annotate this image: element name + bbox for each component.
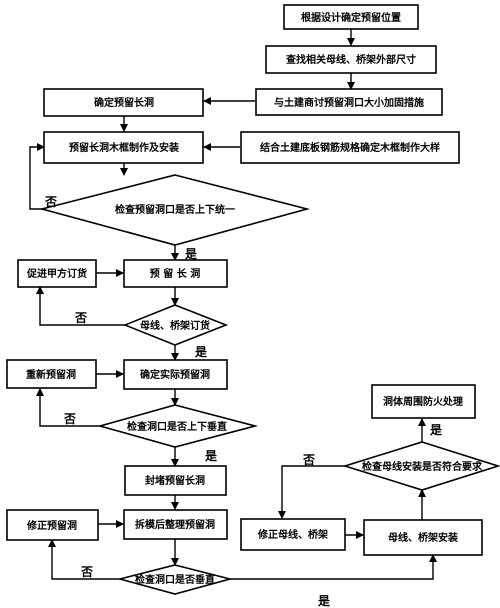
step-discuss-opening: 与土建商讨预留洞口大小加固措施	[255, 88, 443, 116]
step-tidy-after-formwork: 拆模后整理预留洞	[123, 509, 228, 540]
step-install-busbar: 母线、桥架安装	[363, 519, 483, 556]
arrow-d1-no	[29, 143, 45, 210]
connectors	[29, 29, 437, 580]
decision-busbar-compliant-label: 检查母线安装是否符合要求	[362, 460, 483, 473]
step-discuss-opening-label: 与土建商讨预留洞口大小加固措施	[274, 96, 424, 109]
step-re-reserve-label: 重新预留洞	[26, 368, 76, 381]
decision-hole-vertical-label: 检查洞口是否上下垂直	[127, 420, 227, 433]
arrow-d4-no	[48, 539, 120, 580]
step-determine-long-hole-label: 确定预留长洞	[94, 96, 154, 109]
step-re-reserve: 重新预留洞	[6, 359, 97, 389]
label-yes-d3: 是	[204, 449, 218, 463]
step-install-busbar-label: 母线、桥架安装	[388, 531, 458, 544]
step-correct-busbar-label: 修正母线、桥架	[257, 528, 328, 541]
label-yes-d5: 是	[429, 423, 443, 437]
step-tidy-after-formwork-label: 拆模后整理预留洞	[135, 518, 215, 531]
label-no-d3: 否	[63, 412, 76, 426]
step-seal-long-hole: 封堵预留长洞	[124, 465, 227, 496]
decision-busbar-compliant: 检查母线安装是否符合要求	[342, 441, 500, 491]
label-no-d1: 否	[44, 195, 57, 209]
arrow-d3-no	[36, 388, 110, 427]
label-no-d2: 否	[74, 311, 87, 325]
step-reserve-long-hole-label: 预 留 长 洞	[150, 267, 200, 280]
step-correct-hole-label: 修正预留洞	[26, 519, 77, 532]
step-fireproofing: 洞体周围防火处理	[371, 384, 476, 419]
decision-hole-aligned: 检查预留洞口是否上下统一	[38, 174, 311, 246]
decision-hole-plumb: 检查洞口是否垂直	[116, 564, 234, 595]
step-confirm-actual: 确定实际预留洞	[123, 359, 228, 390]
step-make-wood-frame: 预留长洞木框制作及安装	[43, 131, 204, 164]
label-yes-d1: 是	[184, 247, 198, 261]
decision-hole-plumb-label: 检查洞口是否垂直	[135, 573, 215, 586]
decision-busbar-order: 母线、桥架订货	[122, 304, 229, 346]
step-fireproofing-label: 洞体周围防火处理	[383, 395, 463, 408]
label-yes-d2: 是	[194, 345, 208, 359]
label-no-d5: 否	[302, 453, 315, 467]
step-make-wood-frame-label: 预留长洞木框制作及安装	[69, 141, 179, 154]
arrow-d5-no	[278, 465, 345, 519]
step-find-dimensions-label: 查找相关母线、桥架外部尺寸	[285, 53, 416, 66]
arrow-d4-yes	[230, 554, 437, 580]
step-confirm-actual-label: 确定实际预留洞	[140, 368, 210, 381]
step-frame-detail-label: 结合土建底板钢筋规格确定木框制作大样	[260, 141, 440, 154]
decision-busbar-order-label: 母线、桥架订货	[140, 319, 210, 332]
step-determine-long-hole: 确定预留长洞	[43, 88, 204, 117]
step-determine-location: 根据设计确定预留位置	[283, 4, 419, 30]
step-correct-hole: 修正预留洞	[6, 509, 99, 541]
step-frame-detail: 结合土建底板钢筋规格确定木框制作大样	[240, 131, 460, 164]
label-no-d4: 否	[80, 565, 93, 579]
decision-hole-vertical: 检查洞口是否上下垂直	[97, 404, 259, 448]
step-reserve-long-hole: 预 留 长 洞	[123, 259, 228, 288]
step-determine-location-label: 根据设计确定预留位置	[301, 11, 401, 24]
arrow-d2-no	[36, 286, 125, 326]
decision-hole-aligned-label: 检查预留洞口是否上下统一	[115, 203, 235, 216]
step-seal-long-hole-label: 封堵预留长洞	[145, 474, 205, 487]
label-yes-d4: 是	[317, 594, 331, 608]
step-promote-ordering: 促进甲方订货	[17, 259, 97, 288]
step-correct-busbar: 修正母线、桥架	[240, 518, 346, 551]
step-find-dimensions: 查找相关母线、桥架外部尺寸	[265, 45, 437, 74]
step-promote-ordering-label: 促进甲方订货	[26, 267, 87, 280]
